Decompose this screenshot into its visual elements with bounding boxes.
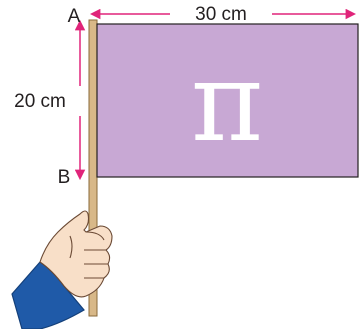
hand [39,210,113,298]
point-a-label: A [68,6,81,27]
height-label: 20 cm [14,91,66,112]
flag [96,23,359,178]
width-label: 30 cm [195,4,247,25]
point-b-label: B [58,167,71,188]
pi-symbol: π [191,38,263,166]
